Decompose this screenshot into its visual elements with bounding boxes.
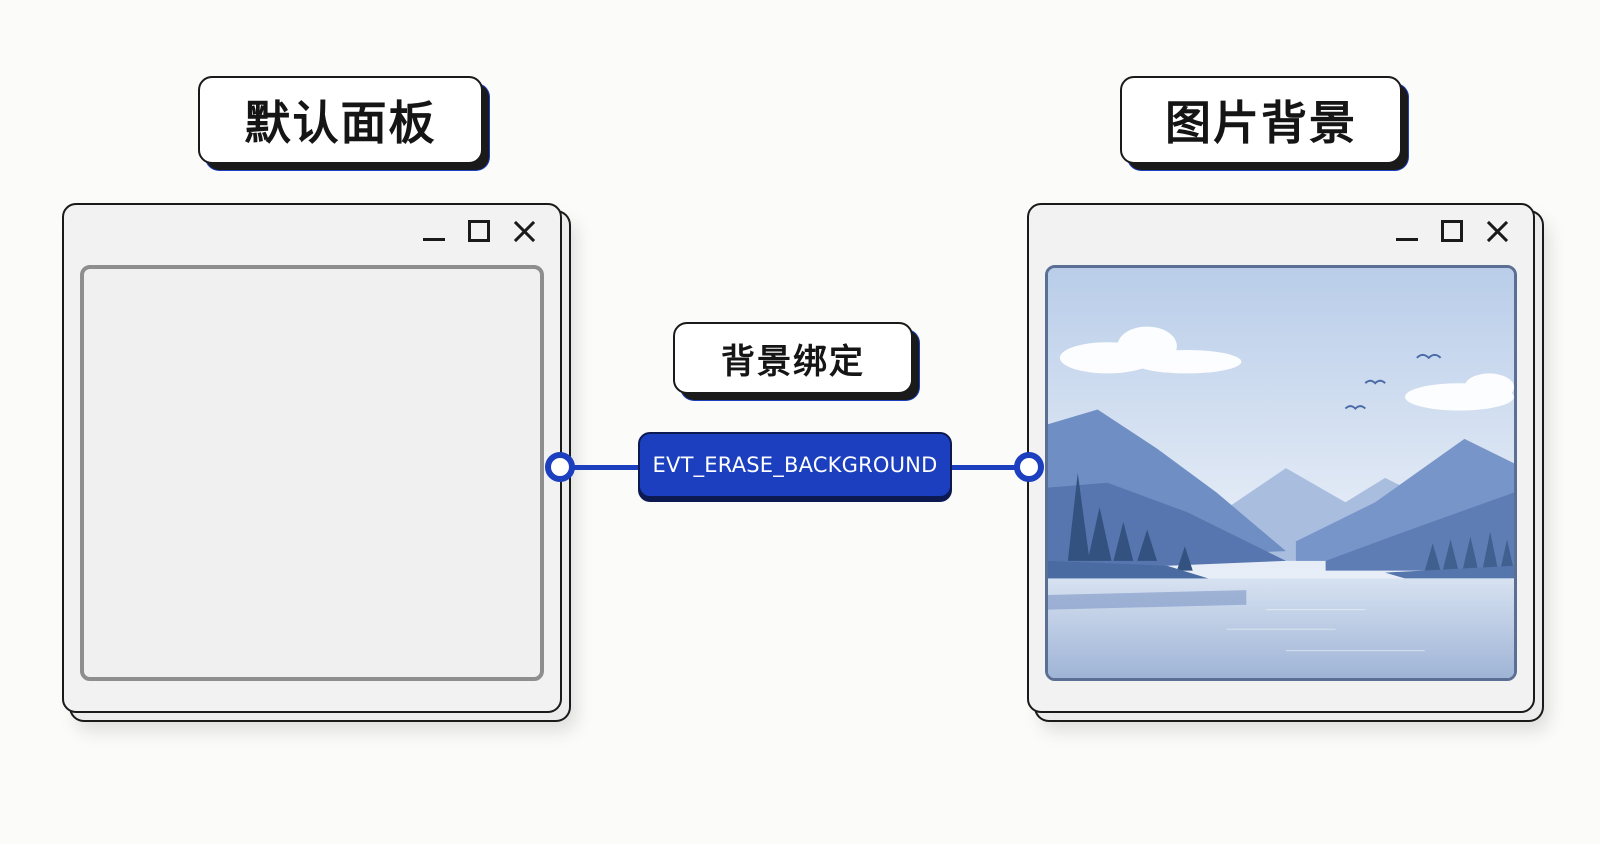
minimize-icon[interactable] — [1395, 219, 1419, 243]
window-controls — [422, 219, 536, 243]
connector-node-left — [545, 452, 575, 482]
event-name-text: EVT_ERASE_BACKGROUND — [652, 453, 938, 477]
image-background-title-text: 图片背景 — [1165, 96, 1357, 150]
default-panel-title-text: 默认面板 — [244, 96, 437, 150]
event-name-badge: EVT_ERASE_BACKGROUND — [638, 432, 952, 498]
window-controls — [1395, 219, 1509, 243]
default-panel-title: 默认面板 — [198, 76, 483, 164]
default-panel-client-area — [80, 265, 544, 681]
image-background-window — [1027, 203, 1535, 713]
maximize-icon[interactable] — [1441, 220, 1463, 242]
background-binding-label-text: 背景绑定 — [721, 341, 865, 382]
default-panel-window — [62, 203, 562, 713]
landscape-illustration — [1048, 268, 1514, 678]
minimize-icon[interactable] — [422, 219, 446, 243]
image-background-title: 图片背景 — [1120, 76, 1402, 164]
maximize-icon[interactable] — [468, 220, 490, 242]
background-binding-label: 背景绑定 — [673, 322, 913, 394]
close-icon[interactable] — [512, 219, 536, 243]
close-icon[interactable] — [1485, 219, 1509, 243]
landscape-background-image — [1045, 265, 1517, 681]
connector-node-right — [1014, 452, 1044, 482]
